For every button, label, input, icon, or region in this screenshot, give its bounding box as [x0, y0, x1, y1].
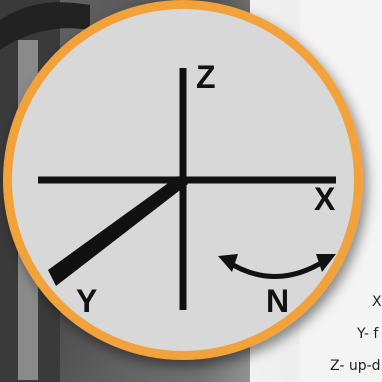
n-rotation-label: N [266, 283, 289, 319]
z-axis-label: Z [196, 59, 216, 95]
side-text-y: Y- f [357, 326, 378, 342]
y-axis-label: Y [76, 283, 97, 319]
side-text-x: X [372, 294, 382, 310]
side-text-z: Z- up-d [330, 358, 381, 374]
x-axis-label: X [314, 181, 336, 217]
